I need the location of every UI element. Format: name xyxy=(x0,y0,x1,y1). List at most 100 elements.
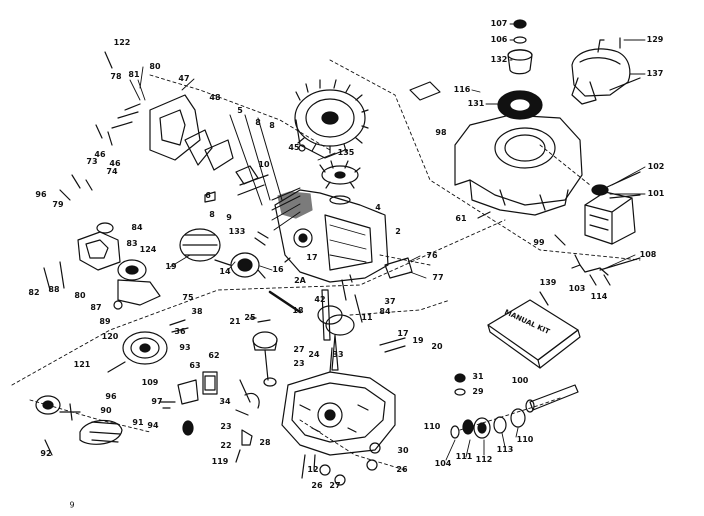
part-label-107: 107 xyxy=(490,19,508,28)
part-label-19: 19 xyxy=(412,336,424,345)
part-label-18: 18 xyxy=(292,306,304,315)
page-number: 9 xyxy=(69,500,75,510)
fan-part xyxy=(319,160,361,205)
part-label-74: 74 xyxy=(106,167,118,176)
part-label-90: 90 xyxy=(100,406,112,415)
part-label-26: 26 xyxy=(396,465,408,474)
part-label-23: 23 xyxy=(220,422,232,431)
part-label-139: 139 xyxy=(539,278,557,287)
part-label-47: 47 xyxy=(178,74,190,83)
part-label-137: 137 xyxy=(646,69,664,78)
part-label-97: 97 xyxy=(151,397,163,406)
part-label-61: 61 xyxy=(455,214,467,223)
part-label-84: 84 xyxy=(379,307,391,316)
part-label-93: 93 xyxy=(179,343,191,352)
part-label-106: 106 xyxy=(490,35,508,44)
part-label-91: 91 xyxy=(132,418,144,427)
part-label-4: 4 xyxy=(375,203,381,212)
part-label-11: 11 xyxy=(361,313,373,322)
part-label-122: 122 xyxy=(113,38,131,47)
part-label-131: 131 xyxy=(467,99,485,108)
part-label-110: 110 xyxy=(516,435,534,444)
operator-manual xyxy=(487,291,581,369)
connecting-rod xyxy=(249,290,302,323)
part-label-98: 98 xyxy=(435,128,447,137)
part-label-46: 46 xyxy=(109,159,121,168)
part-label-100: 100 xyxy=(511,376,529,385)
part-label-121: 121 xyxy=(73,360,91,369)
muffler-bracket xyxy=(571,254,641,286)
part-label-80: 80 xyxy=(74,291,86,300)
part-label-124: 124 xyxy=(139,245,157,254)
part-label-88: 88 xyxy=(48,285,60,294)
part-label-20: 20 xyxy=(431,342,443,351)
part-label-2A: 2A xyxy=(294,276,306,285)
part-label-78: 78 xyxy=(110,72,122,81)
crankshaft xyxy=(317,279,355,371)
part-label-113: 113 xyxy=(496,445,514,454)
part-label-104: 104 xyxy=(434,459,452,468)
flywheel xyxy=(294,79,369,159)
part-label-76: 76 xyxy=(426,251,438,260)
part-label-133: 133 xyxy=(228,227,246,236)
part-label-89: 89 xyxy=(99,317,111,326)
shaft-bearing-parts xyxy=(366,337,579,471)
part-label-23: 23 xyxy=(293,359,305,368)
part-label-108: 108 xyxy=(639,250,657,259)
part-label-42: 42 xyxy=(314,295,326,304)
part-label-63: 63 xyxy=(189,361,201,370)
top-caps xyxy=(409,19,543,120)
part-label-8: 8 xyxy=(255,118,261,127)
part-label-8: 8 xyxy=(269,121,275,130)
part-label-19: 19 xyxy=(165,262,177,271)
part-label-14: 14 xyxy=(219,267,231,276)
part-label-27: 27 xyxy=(293,345,305,354)
starter-drum xyxy=(107,319,189,373)
part-label-110: 110 xyxy=(423,422,441,431)
part-label-96: 96 xyxy=(105,392,117,401)
part-label-99: 99 xyxy=(533,238,545,247)
small-plate xyxy=(384,257,413,279)
part-label-31: 31 xyxy=(472,372,484,381)
part-label-83: 83 xyxy=(126,239,138,248)
part-label-38: 38 xyxy=(191,307,203,316)
part-label-10: 10 xyxy=(258,160,270,169)
part-label-17: 17 xyxy=(397,329,409,338)
part-label-26: 26 xyxy=(311,481,323,490)
part-label-25: 25 xyxy=(244,313,256,322)
part-label-102: 102 xyxy=(647,162,665,171)
part-label-27: 27 xyxy=(329,481,341,490)
part-label-48: 48 xyxy=(209,93,221,102)
part-label-30: 30 xyxy=(397,446,409,455)
part-label-45: 45 xyxy=(288,143,300,152)
part-label-92: 92 xyxy=(40,449,52,458)
part-label-119: 119 xyxy=(211,457,229,466)
crankcase xyxy=(281,347,396,486)
part-label-21: 21 xyxy=(229,317,241,326)
part-label-8: 8 xyxy=(209,210,215,219)
carburetor xyxy=(179,228,269,279)
blower-housing xyxy=(454,114,583,246)
part-label-111: 111 xyxy=(455,452,473,461)
part-label-34: 34 xyxy=(219,397,231,406)
muffler xyxy=(584,171,641,245)
part-label-82: 82 xyxy=(28,288,40,297)
part-label-16: 16 xyxy=(272,265,284,274)
part-label-132: 132 xyxy=(490,55,508,64)
part-label-103: 103 xyxy=(568,284,586,293)
part-label-73: 73 xyxy=(86,157,98,166)
part-label-6: 6 xyxy=(205,191,211,200)
part-label-84: 84 xyxy=(131,223,143,232)
part-label-22: 22 xyxy=(220,441,232,450)
leader-lines xyxy=(129,23,646,461)
part-label-96: 96 xyxy=(35,190,47,199)
part-label-135: 135 xyxy=(337,148,355,157)
part-label-62: 62 xyxy=(208,351,220,360)
pulley-assembly xyxy=(35,395,123,456)
part-label-28: 28 xyxy=(259,438,271,447)
part-label-5: 5 xyxy=(237,106,243,115)
part-label-101: 101 xyxy=(647,189,665,198)
part-label-9: 9 xyxy=(226,213,232,222)
